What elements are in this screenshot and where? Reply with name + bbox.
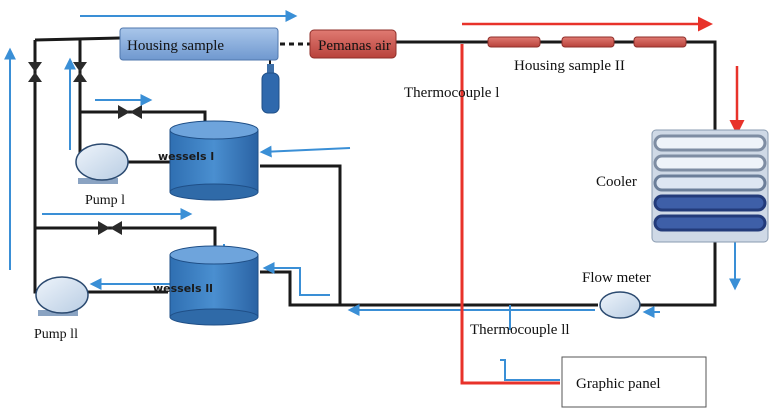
thermocouple-ii-label: Thermocouple ll [470, 322, 570, 338]
pump-i-icon [75, 143, 129, 184]
vessel-i-label: wessels l [158, 150, 214, 163]
housing-sample-box [119, 27, 279, 61]
cooler-label: Cooler [596, 174, 637, 190]
flow-arrow-return-mid [262, 262, 330, 296]
hot-line [460, 16, 745, 385]
vessel-ii [169, 245, 259, 326]
sample-bottle-icon [261, 64, 280, 114]
valve-top-loop [118, 105, 142, 119]
flow-meter-icon [599, 291, 641, 319]
pump-ii-label: Pump ll [34, 327, 78, 342]
vessel-i [169, 120, 259, 201]
flow-arrows [3, 10, 741, 381]
thermocouple-wire [460, 44, 560, 385]
housing-sample-label: Housing sample [127, 38, 224, 54]
flow-meter-label: Flow meter [582, 270, 651, 286]
cooler-coil [651, 129, 769, 243]
valve-left [28, 62, 42, 82]
pump-i-label: Pump l [85, 193, 125, 208]
pipe-network [33, 36, 717, 307]
valve-vertical [73, 62, 87, 82]
pump-ii-icon [35, 276, 89, 316]
flow-arrow-return-upper [259, 145, 351, 158]
thermocouple-i-label: Thermocouple l [404, 85, 499, 101]
housing-sample-ii-segments [487, 36, 687, 48]
housing-sample-ii-label: Housing sample II [514, 58, 625, 74]
pemanas-air-heater [309, 29, 397, 59]
valve-bottom-loop [98, 221, 122, 235]
pemanas-air-label: Pemanas air [318, 38, 391, 54]
flow-arrow-graphic [500, 305, 560, 381]
graphic-panel-label: Graphic panel [576, 376, 661, 392]
graphic-panel-box [561, 356, 707, 408]
vessel-ii-label: wessels ll [153, 282, 213, 295]
